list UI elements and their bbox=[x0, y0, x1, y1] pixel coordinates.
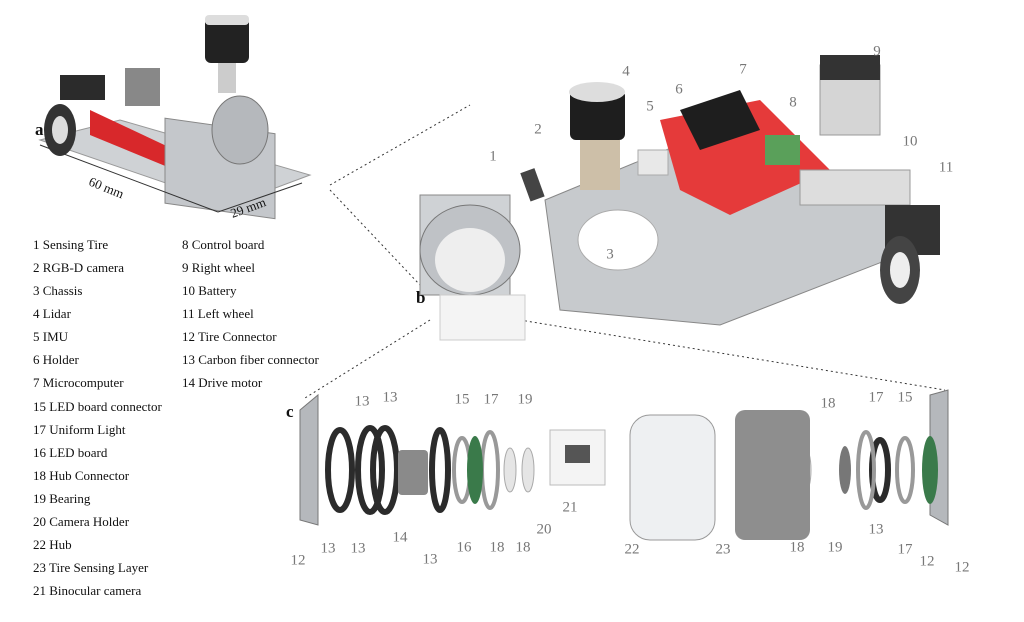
part-callout: 20 bbox=[536, 521, 552, 538]
legend-item: 4 Lidar bbox=[33, 306, 71, 321]
part-callout: 12 bbox=[290, 552, 306, 569]
part-callout: 15 bbox=[454, 391, 470, 408]
legend-item: 15 LED board connector bbox=[33, 399, 162, 414]
legend-item: 11 Left wheel bbox=[182, 306, 254, 321]
part-callout: 17 bbox=[897, 541, 913, 558]
part-callout: 21 bbox=[562, 499, 578, 516]
part-callout: 12 bbox=[954, 559, 970, 576]
zoom-lines bbox=[304, 104, 946, 399]
part-callout: 6 bbox=[675, 81, 683, 98]
part-callout: 15 bbox=[897, 389, 913, 406]
part-callout: 11 bbox=[938, 159, 954, 176]
assembled-robot bbox=[38, 15, 312, 220]
part-callout: 7 bbox=[739, 61, 747, 78]
exploded-tire bbox=[299, 389, 949, 541]
legend-item: 17 Uniform Light bbox=[33, 422, 126, 437]
legend-item: 23 Tire Sensing Layer bbox=[33, 560, 149, 575]
legend-item: 20 Camera Holder bbox=[33, 514, 130, 529]
panel-label-a: a bbox=[35, 120, 44, 139]
legend-item: 16 LED board bbox=[33, 445, 108, 460]
part-callout: 13 bbox=[350, 540, 366, 557]
legend-item: 19 Bearing bbox=[33, 491, 91, 506]
legend-item: 5 IMU bbox=[33, 329, 69, 344]
part-callout: 17 bbox=[483, 391, 499, 408]
panel-label-b: b bbox=[416, 288, 426, 307]
legend-item: 7 Microcomputer bbox=[33, 375, 124, 390]
part-callout: 13 bbox=[422, 551, 438, 568]
part-callout: 13 bbox=[868, 521, 884, 538]
part-callout: 5 bbox=[646, 98, 654, 115]
part-callout: 19 bbox=[517, 391, 533, 408]
legend-item: 22 Hub bbox=[33, 537, 72, 552]
part-callout: 18 bbox=[515, 539, 531, 556]
legend-item: 14 Drive motor bbox=[182, 375, 263, 390]
legend-item: 12 Tire Connector bbox=[182, 329, 277, 344]
part-callout: 10 bbox=[902, 133, 918, 150]
legend-item: 3 Chassis bbox=[33, 283, 83, 298]
part-callout: 19 bbox=[827, 539, 843, 556]
legend-item: 13 Carbon fiber connector bbox=[182, 352, 319, 367]
legend-item: 21 Binocular camera bbox=[33, 583, 142, 598]
part-callout: 18 bbox=[820, 395, 836, 412]
legend-item: 9 Right wheel bbox=[182, 260, 255, 275]
part-callout: 2 bbox=[534, 121, 542, 138]
part-callout: 16 bbox=[456, 539, 472, 556]
legend-item: 6 Holder bbox=[33, 352, 79, 367]
legend-item: 2 RGB-D camera bbox=[33, 260, 124, 275]
part-callout: 18 bbox=[789, 539, 805, 556]
exploded-robot bbox=[419, 55, 940, 341]
part-callout: 13 bbox=[382, 389, 398, 406]
part-callout: 13 bbox=[354, 393, 370, 410]
legend-item: 1 Sensing Tire bbox=[33, 237, 109, 252]
part-callout: 1 bbox=[489, 148, 497, 165]
part-callout: 4 bbox=[622, 63, 630, 80]
legend-item: 18 Hub Connector bbox=[33, 468, 130, 483]
part-callout: 12 bbox=[919, 553, 935, 570]
part-callout: 13 bbox=[320, 540, 336, 557]
legend-item: 8 Control board bbox=[182, 237, 265, 252]
part-callout: 23 bbox=[715, 541, 731, 558]
part-callout: 14 bbox=[392, 529, 408, 546]
part-callout: 3 bbox=[606, 246, 614, 263]
part-callout: 18 bbox=[489, 539, 505, 556]
panel-label-c: c bbox=[286, 402, 294, 421]
part-callout: 22 bbox=[624, 541, 640, 558]
part-callout: 8 bbox=[789, 94, 797, 111]
part-callout: 17 bbox=[868, 389, 884, 406]
part-callout: 9 bbox=[873, 43, 881, 60]
legend-item: 10 Battery bbox=[182, 283, 237, 298]
